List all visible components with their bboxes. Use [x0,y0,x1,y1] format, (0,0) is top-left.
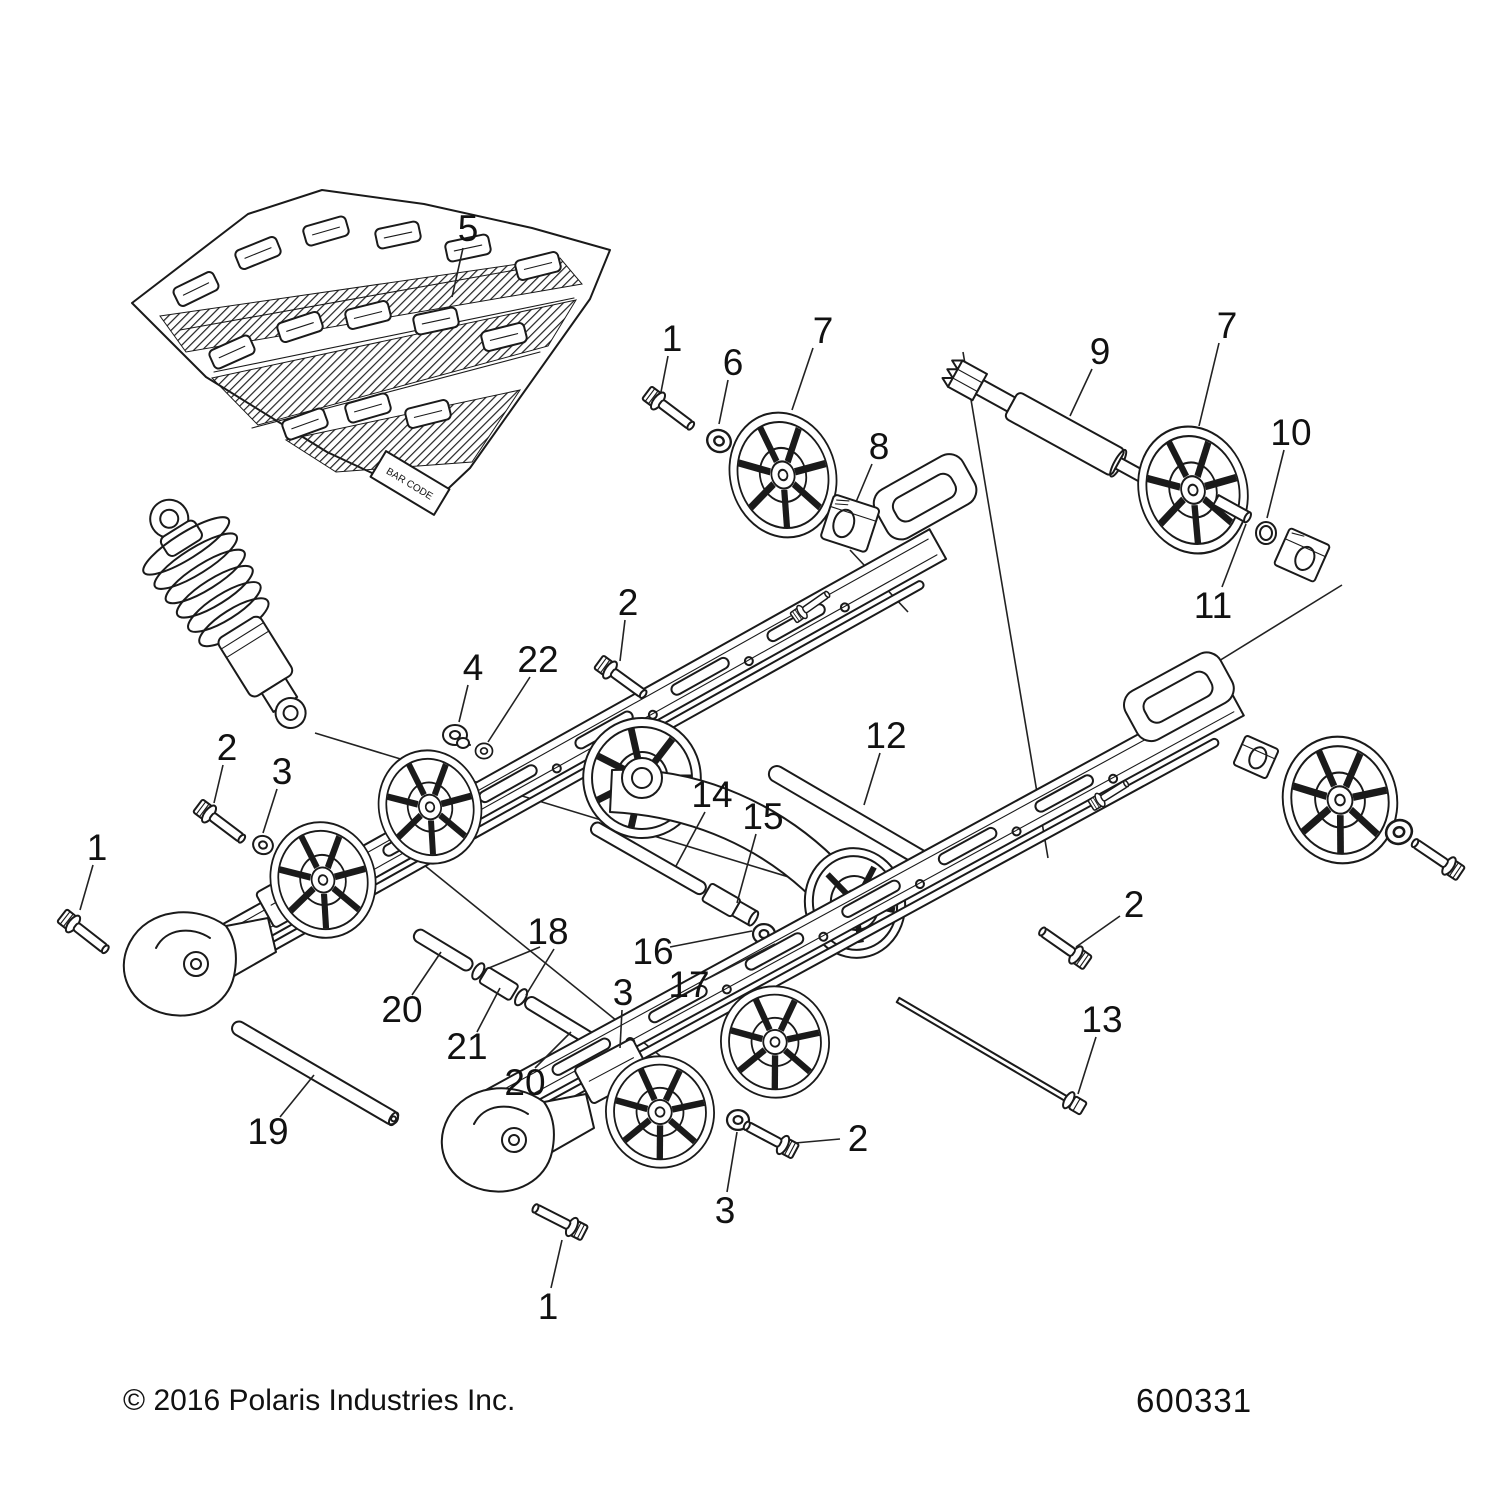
flange-bolt [1406,832,1468,884]
callout-14: 14 [691,774,732,815]
wheel-mount-block [820,494,880,553]
callout-leader-3 [619,1009,623,1049]
callout-leader-2 [794,1138,841,1144]
callout-leader-6 [718,379,729,425]
callout-2: 2 [1124,884,1145,925]
callout-2: 2 [848,1118,869,1159]
callout-20: 20 [381,989,422,1030]
callout-leader-5 [451,247,464,298]
washer [474,742,494,760]
callout-4: 4 [463,647,484,688]
callout-10: 10 [1270,412,1311,453]
long-suspension-bolt [895,996,1088,1116]
callout-leader-1 [550,1239,563,1289]
callout-leader-2 [1075,915,1121,948]
callout-leader-18 [483,946,541,971]
callout-leader-1 [79,864,94,911]
flange-bolt [639,383,700,437]
flange-bolt [1033,920,1095,973]
flange-bolt [190,796,251,850]
track-segment: BAR CODE [131,189,611,516]
callout-leader-2 [619,619,626,662]
flange-bolt [527,1197,591,1244]
callout-22: 22 [517,639,558,680]
callout-leader-3 [726,1131,738,1193]
callout-7: 7 [813,310,834,351]
callout-leader-20 [534,1031,572,1069]
callout-leader-1 [660,355,669,393]
callout-leader-19 [279,1074,315,1118]
callout-3: 3 [613,972,634,1013]
right-rail-front-curl [440,1038,651,1193]
callout-3: 3 [715,1190,736,1231]
callout-leader-4 [458,684,469,723]
idler-wheel [1123,413,1262,566]
callout-leader-13 [1077,1036,1097,1095]
axle-adjuster-cam [1233,735,1279,779]
callout-8: 8 [869,426,890,467]
callout-1: 1 [538,1286,559,1327]
axle-adjuster-block [1273,527,1331,583]
rear-axle-assembly [941,359,1177,500]
callout-20: 20 [504,1062,545,1103]
callout-leader-8 [855,463,873,503]
callout-leader-22 [487,676,531,743]
flange-bolt [591,652,653,705]
callout-12: 12 [865,715,906,756]
part-number: 600331 [1136,1382,1253,1419]
button-bolt [442,724,471,749]
shock-absorber [142,498,307,729]
washer [249,832,277,858]
o-ring-spacer [1255,521,1277,545]
callout-2: 2 [217,727,238,768]
callout-16: 16 [632,931,673,972]
callout-7: 7 [1217,305,1238,346]
callout-leader-12 [863,752,881,806]
callout-leader-14 [675,811,706,867]
callout-leader-18 [525,948,555,996]
callout-1: 1 [662,318,683,359]
callout-13: 13 [1081,999,1122,1040]
callout-leader-17 [704,943,776,981]
callout-1: 1 [87,827,108,868]
callout-leader-2 [213,764,224,804]
callout-9: 9 [1090,331,1111,372]
left-rail-front-curl [122,861,333,1017]
callout-2: 2 [618,582,639,623]
washer [706,428,732,454]
callout-17: 17 [668,964,709,1005]
callout-leader-9 [1069,368,1093,417]
callout-19: 19 [247,1111,288,1152]
callout-leader-7 [791,347,814,411]
callout-11: 11 [1194,585,1232,626]
washer [1384,818,1414,846]
callout-15: 15 [742,796,783,837]
callout-leader-20 [411,951,442,996]
callout-leader-21 [476,987,501,1033]
callout-leader-10 [1266,449,1285,519]
pivot-shaft [589,821,760,927]
callout-18: 18 [527,911,568,952]
copyright-text: © 2016 Polaris Industries Inc. [123,1384,516,1417]
callout-leader-3 [262,788,278,834]
callout-leader-7 [1198,342,1220,427]
callout-leader-11 [1221,523,1247,588]
callout-5: 5 [458,208,479,249]
callout-leader-16 [669,930,753,948]
rear-idler-wheel [1271,726,1409,874]
axle-stub [1212,494,1252,524]
flange-bolt [54,906,115,960]
callout-6: 6 [723,342,744,383]
flange-bolt [738,1114,802,1162]
callout-3: 3 [272,751,293,792]
callout-21: 21 [446,1026,487,1067]
callout-leader-15 [736,833,757,904]
